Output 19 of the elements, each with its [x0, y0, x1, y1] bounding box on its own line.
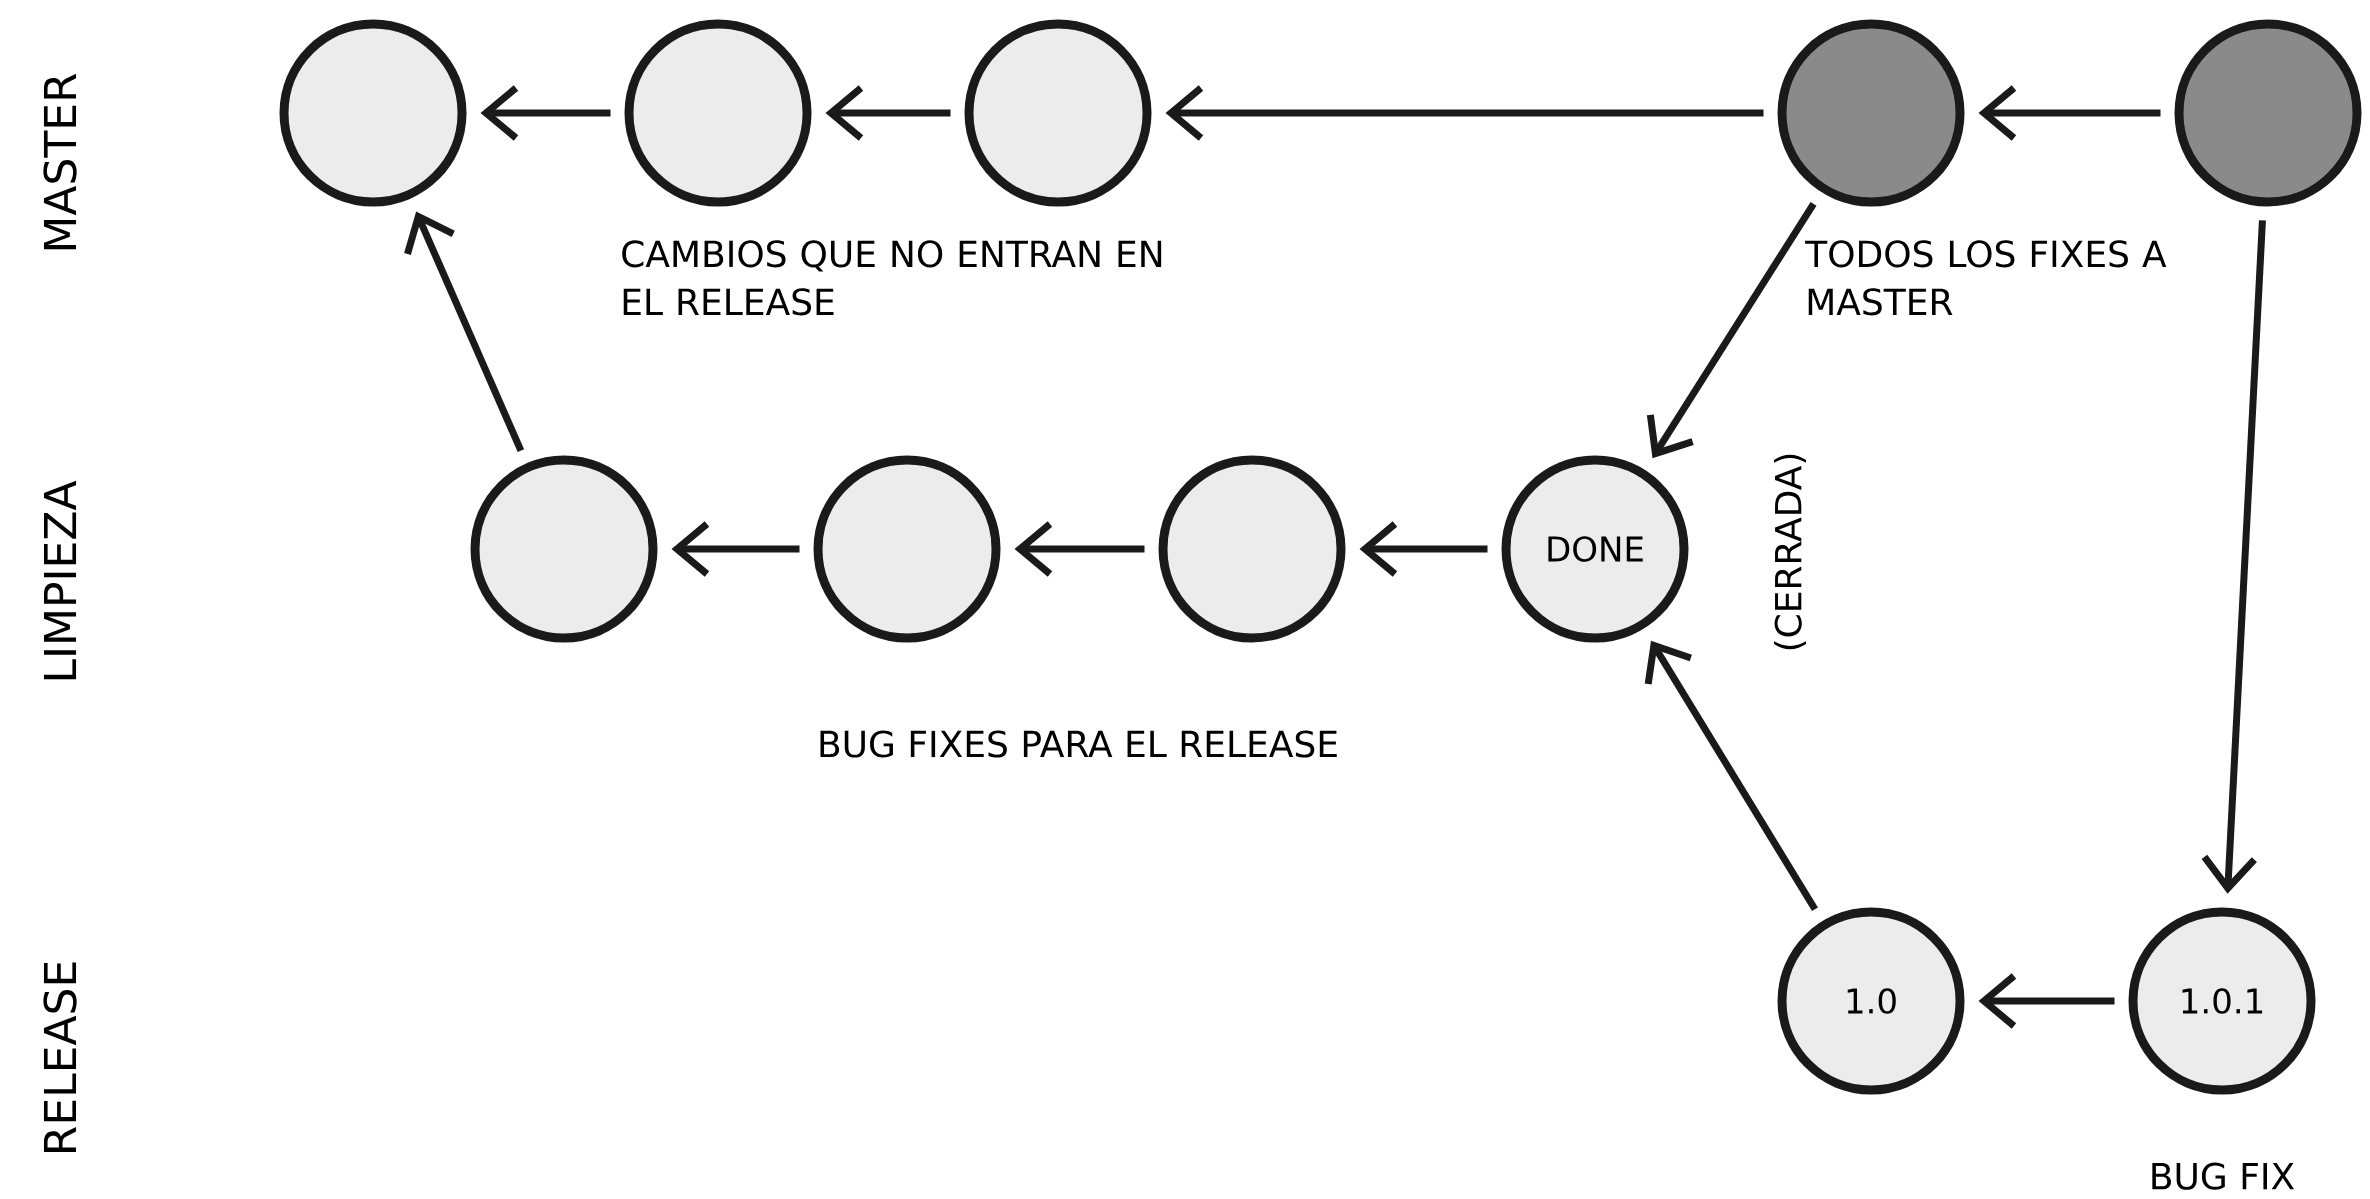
- commit-circle: [279, 19, 467, 207]
- arrow: [1646, 201, 1817, 459]
- commit-circle: [624, 19, 812, 207]
- arrow: [404, 211, 525, 452]
- commit-circle: [964, 19, 1152, 207]
- lane-label: LIMPIEZA: [44, 480, 77, 680]
- arrow: [1644, 640, 1818, 912]
- annotation-text: CAMBIOS QUE NO ENTRAN EN EL RELEASE: [622, 240, 1162, 316]
- commit-circle: [470, 455, 658, 643]
- commit-circle: [1777, 19, 1965, 207]
- annotation-text: TODOS LOS FIXES A MASTER: [1805, 240, 2167, 316]
- lane-label: RELEASE: [43, 962, 77, 1152]
- annotation-text: BUG FIX: [2152, 1162, 2295, 1190]
- commit-circle: [1158, 455, 1346, 643]
- lane-label: MASTER: [43, 73, 77, 250]
- annotation-text: (CERRADA): [1774, 454, 1807, 650]
- commit-circle: [813, 455, 1001, 643]
- commit-circle: [2174, 19, 2362, 207]
- annotation-text: BUG FIXES PARA EL RELEASE: [820, 730, 1337, 758]
